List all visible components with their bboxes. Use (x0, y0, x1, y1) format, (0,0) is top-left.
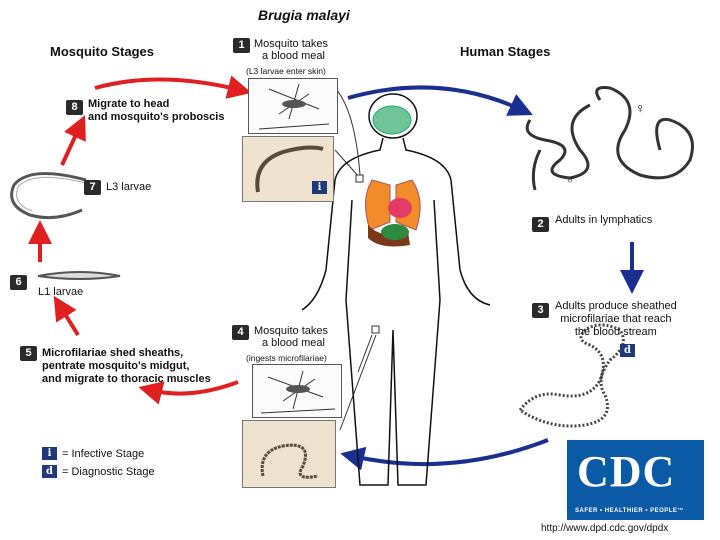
step-1-line2: a blood meal (262, 50, 325, 62)
step-4-line2: a blood meal (262, 337, 325, 349)
step-1-label: Mosquito takes a blood meal (254, 38, 328, 62)
heart-organ (388, 198, 412, 218)
male-symbol: ♂ (566, 172, 576, 187)
legend-infective-label: = Infective Stage (62, 448, 145, 460)
step-4-note: (ingests microfilariae) (246, 353, 327, 363)
microfilaria-drawing (518, 323, 625, 428)
arrow-8-to-1 (94, 75, 252, 99)
arrow-7-to-8 (60, 115, 86, 166)
step-3-line1: Adults produce sheathed (555, 300, 677, 312)
diagram-title: Brugia malayi (258, 7, 350, 23)
legend-infective-icon: i (42, 447, 57, 460)
source-url: http://www.dpd.cdc.gov/dpdx (541, 523, 669, 534)
step-4-label: Mosquito takes a blood meal (254, 325, 328, 349)
step-6-label: L1 larvae (38, 286, 84, 298)
step-4-badge: 4 (232, 325, 249, 340)
step-8-label: Migrate to head and mosquito's proboscis (88, 98, 224, 124)
step-3-line2: microfilariae that reach (560, 313, 672, 325)
step-5-line1: Microfilariae shed sheaths, (42, 347, 184, 359)
legend-diagnostic-label: = Diagnostic Stage (62, 466, 155, 478)
step-4-line1: Mosquito takes (254, 325, 328, 337)
cdc-logo: CDC SAFER • HEALTHIER • PEOPLE™ (567, 440, 704, 520)
microfilariae-micrograph (242, 420, 336, 488)
step-1-note: (L3 larvae enter skin) (246, 66, 326, 76)
step-3-line3: the blood stream (574, 326, 657, 338)
step-2-badge: 2 (532, 217, 549, 232)
cdc-logo-letters: CDC (577, 447, 676, 496)
step-6-badge: 6 (10, 275, 27, 290)
cdc-logo-tagline: SAFER • HEALTHIER • PEOPLE™ (575, 508, 684, 514)
body-marker-upper (355, 174, 364, 183)
l1-larva-drawing (37, 271, 121, 280)
l3-larva-drawing (10, 172, 87, 220)
step-5-line3: and migrate to thoracic muscles (42, 373, 211, 385)
infective-stage-icon: i (312, 181, 327, 194)
step-1-badge: 1 (233, 38, 250, 53)
step-8-line2: and mosquito's proboscis (88, 111, 225, 123)
step-2-label: Adults in lymphatics (555, 214, 653, 226)
body-marker-lower (371, 325, 380, 334)
step-8-line1: Migrate to head (88, 98, 170, 110)
arrow-1-to-2 (347, 85, 533, 116)
step-5-label: Microfilariae shed sheaths, pentrate mos… (42, 347, 211, 386)
step-7-badge: 7 (84, 180, 101, 195)
step-5-line2: pentrate mosquito's midgut, (42, 360, 190, 372)
arrow-3-to-4 (340, 438, 549, 471)
adult-worms-drawing (525, 86, 694, 191)
mosquito-feeding-image-2 (252, 364, 342, 418)
step-3-badge: 3 (532, 303, 549, 318)
legend-diagnostic-icon: d (42, 465, 57, 478)
mosquito-stages-header: Mosquito Stages (50, 44, 155, 59)
human-stages-header: Human Stages (460, 44, 551, 59)
step-3-label: Adults produce sheathed microfilariae th… (555, 300, 677, 339)
diagnostic-stage-icon: d (620, 344, 635, 357)
step-7-label: L3 larvae (106, 181, 152, 193)
lung-left (365, 179, 391, 231)
human-body-figure (301, 93, 491, 486)
arrow-5-to-6 (53, 295, 80, 337)
step-8-badge: 8 (66, 100, 83, 115)
mosquito-feeding-image-1 (248, 78, 338, 134)
step-1-line1: Mosquito takes (254, 38, 328, 50)
step-5-badge: 5 (20, 346, 37, 361)
female-symbol: ♀ (635, 100, 646, 116)
stomach-organ (381, 224, 409, 240)
brain-organ (372, 105, 412, 135)
arrow-4-to-5 (138, 380, 239, 405)
